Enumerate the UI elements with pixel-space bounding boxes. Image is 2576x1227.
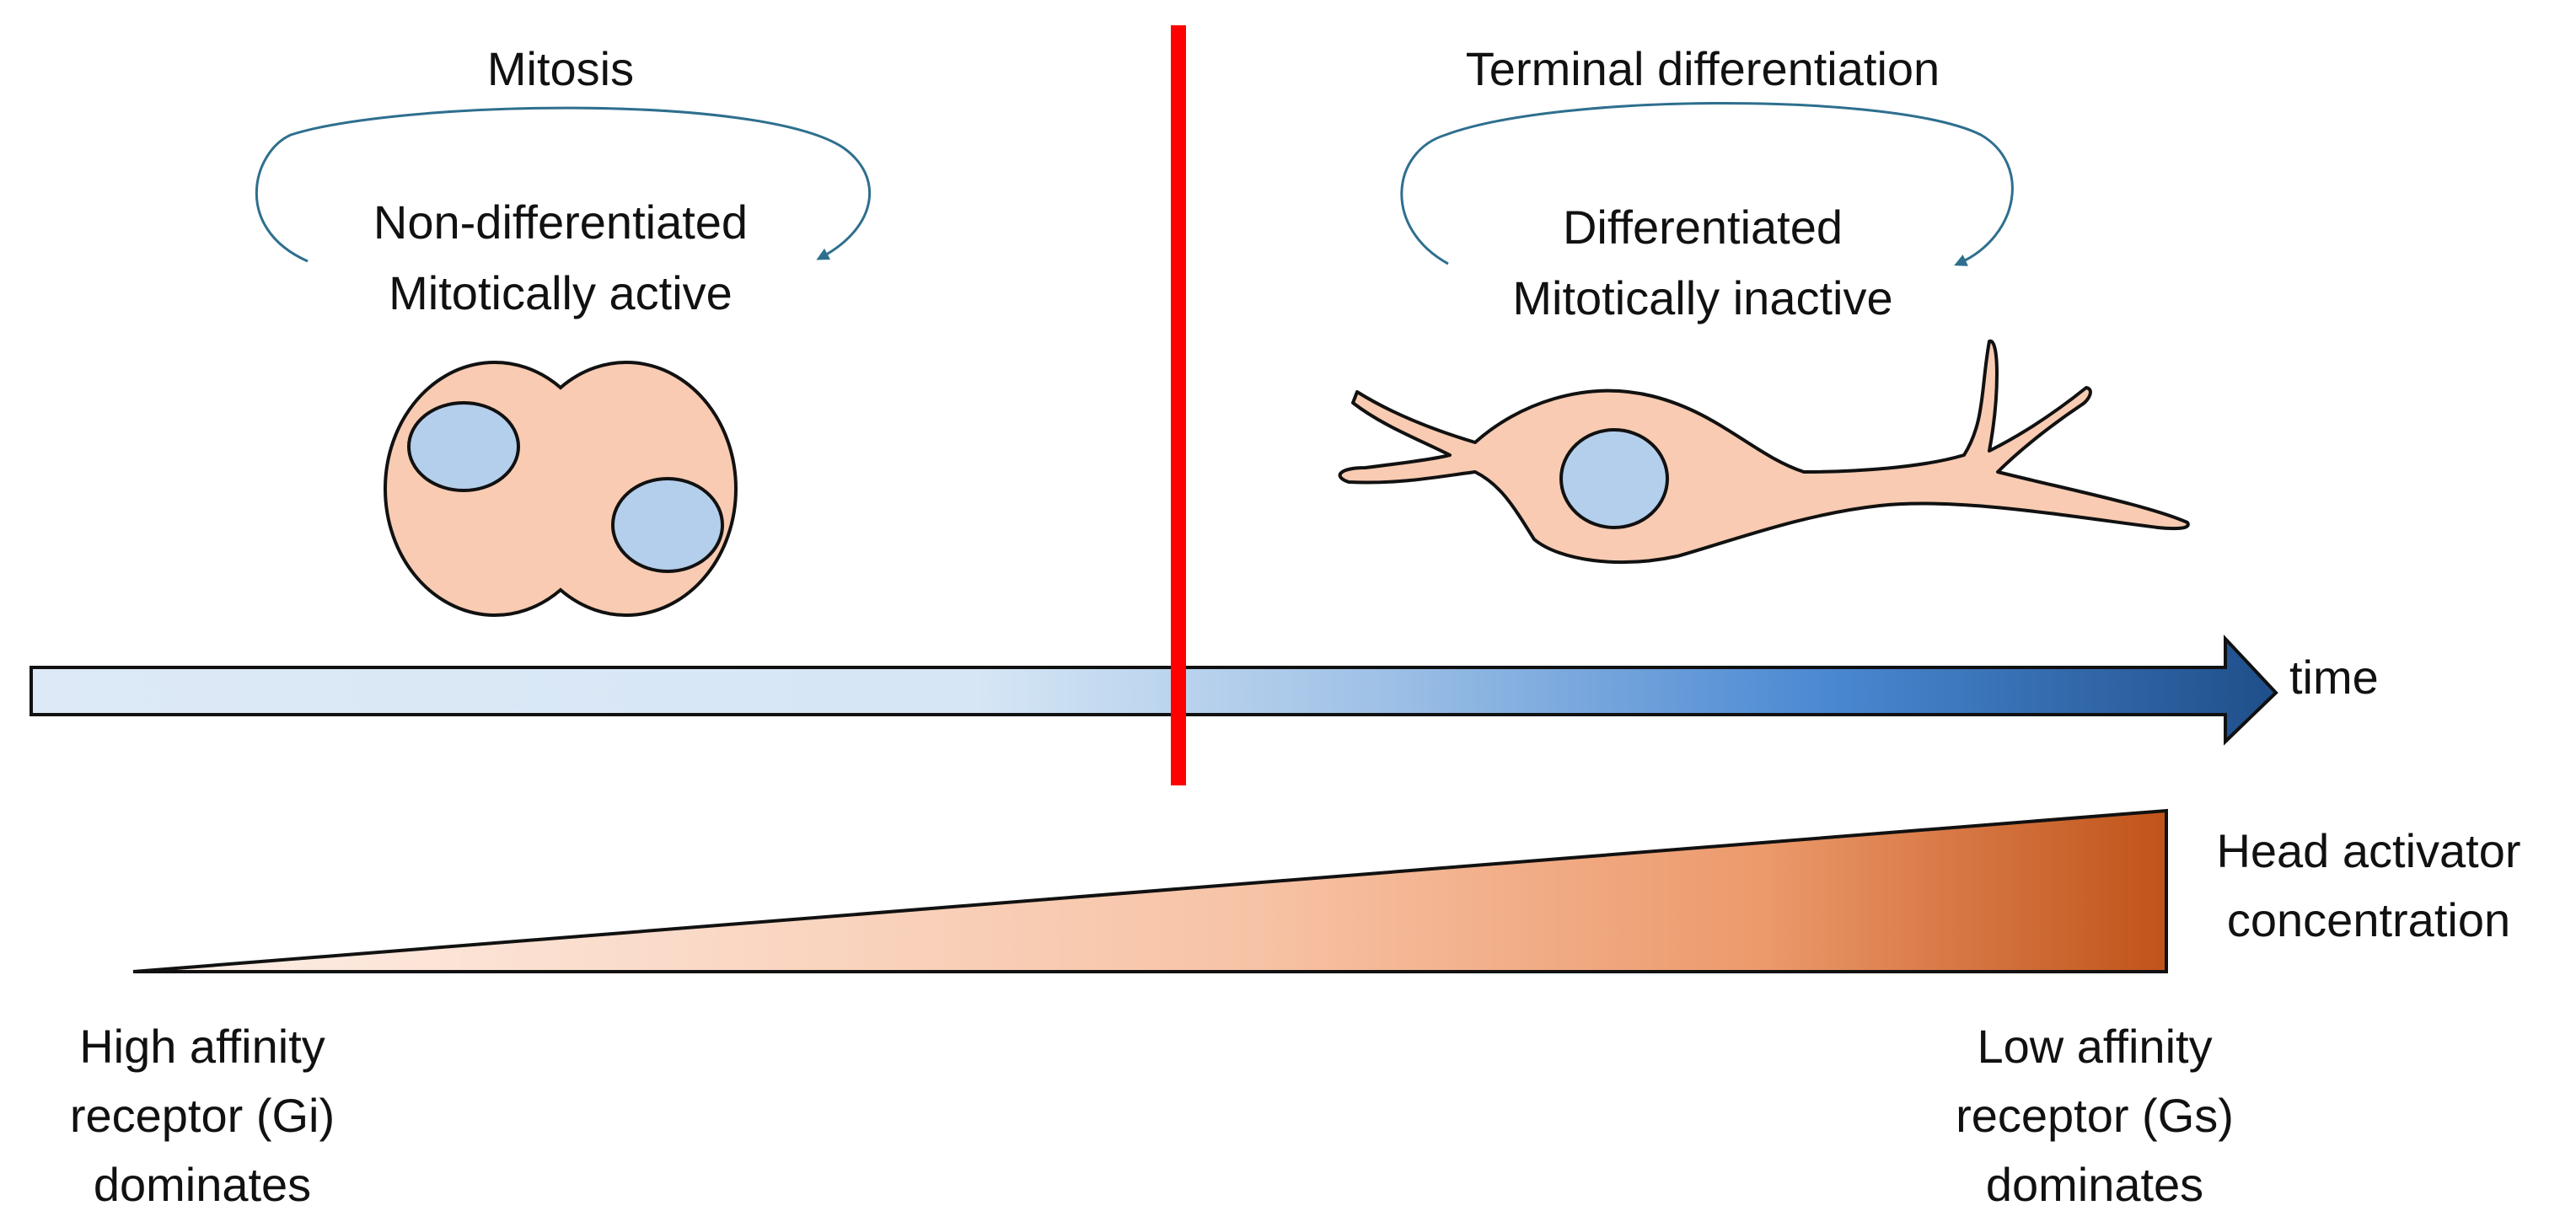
right-receptor-line1: Low affinity [1977, 1020, 2213, 1073]
left-state-line1: Non-differentiated [373, 196, 749, 249]
terminal-differentiation-label: Terminal differentiation [1465, 42, 1940, 95]
right-receptor-line2: receptor (Gs) [1956, 1089, 2234, 1142]
concentration-wedge [132, 808, 2168, 973]
nucleus-2 [611, 477, 724, 573]
right-receptor-line3: dominates [1985, 1158, 2204, 1211]
head-activator-line2: concentration [2226, 893, 2511, 946]
stage-divider [1171, 25, 1186, 785]
left-receptor-line2: receptor (Gi) [69, 1089, 335, 1142]
mitosis-cycle-arrow [255, 106, 872, 263]
left-receptor-line1: High affinity [79, 1020, 325, 1073]
time-label: time [2289, 651, 2379, 704]
right-state-line1: Differentiated [1562, 201, 1843, 254]
time-arrow [30, 634, 2278, 746]
right-state-line2: Mitotically inactive [1512, 271, 1893, 324]
differentiated-cell [1338, 339, 2190, 564]
differentiated-nucleus [1559, 428, 1669, 529]
left-state-line2: Mitotically active [389, 266, 733, 319]
nucleus-1 [407, 401, 520, 492]
differentiation-cycle-arrow [1400, 102, 2014, 266]
mitosis-label: Mitosis [486, 42, 635, 95]
head-activator-line1: Head activator [2216, 824, 2521, 877]
left-receptor-line3: dominates [93, 1158, 312, 1211]
